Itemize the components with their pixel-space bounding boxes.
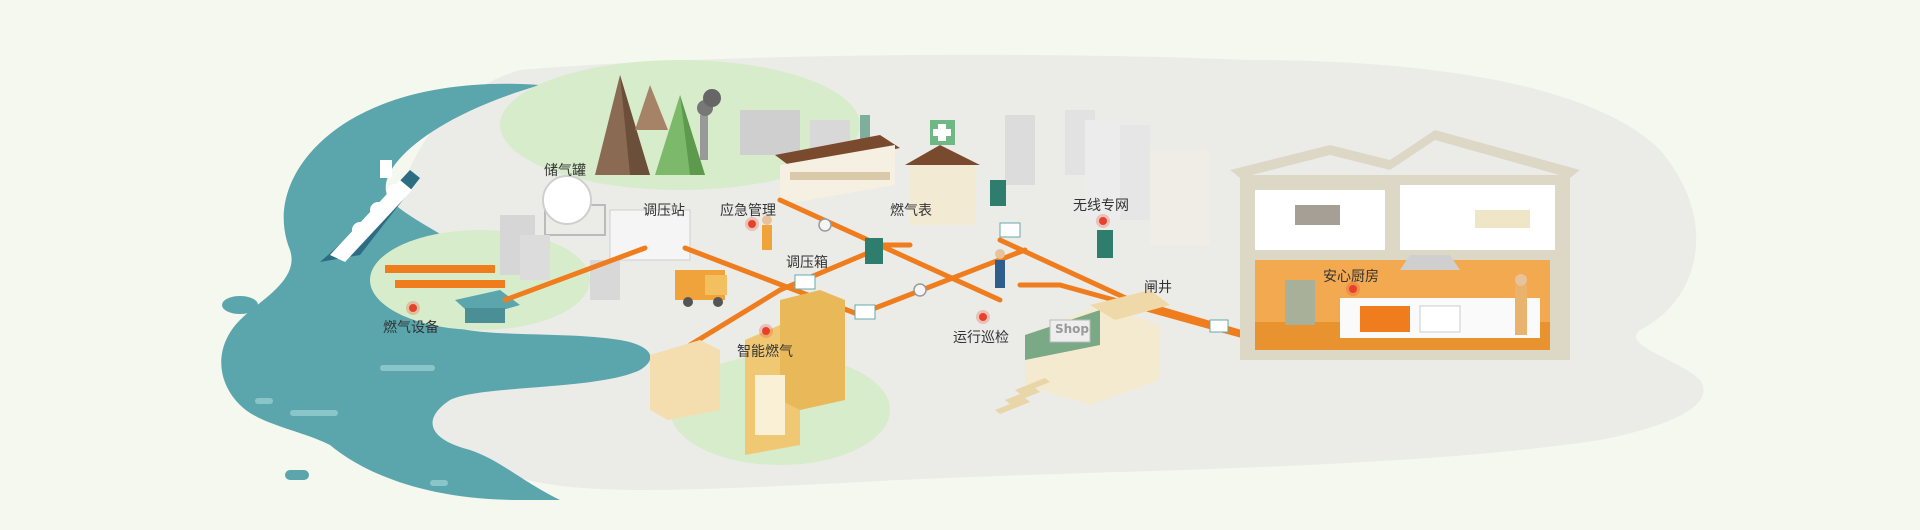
water-stripe	[255, 398, 273, 404]
water-stripe	[380, 365, 435, 371]
label-storage-tank: 储气罐	[544, 160, 586, 180]
label-safe-kitchen: 安心厨房	[1323, 266, 1379, 286]
water-stripe	[430, 480, 448, 486]
label-gate-well: 闸井	[1144, 277, 1172, 297]
marker-safe-kitchen[interactable]	[1349, 285, 1357, 293]
marker-gas-equipment[interactable]	[409, 304, 417, 312]
label-emergency-management: 应急管理	[720, 200, 776, 220]
label-smart-gas: 智能燃气	[737, 341, 793, 361]
marker-smart-gas[interactable]	[762, 327, 770, 335]
label-regulator-station: 调压站	[643, 200, 685, 220]
shop-sign: Shop	[1055, 322, 1089, 336]
water-puddle	[222, 296, 258, 314]
marker-patrol-inspection[interactable]	[979, 313, 987, 321]
water-stripe	[290, 410, 338, 416]
label-regulator-box: 调压箱	[786, 252, 828, 272]
marker-emergency-management[interactable]	[748, 220, 756, 228]
label-gas-equipment: 燃气设备	[383, 317, 439, 337]
label-patrol-inspection: 运行巡检	[953, 327, 1009, 347]
water-stripe	[285, 470, 309, 480]
marker-wireless-network[interactable]	[1099, 217, 1107, 225]
label-gas-meter: 燃气表	[890, 200, 932, 220]
label-wireless-network: 无线专网	[1073, 195, 1129, 215]
